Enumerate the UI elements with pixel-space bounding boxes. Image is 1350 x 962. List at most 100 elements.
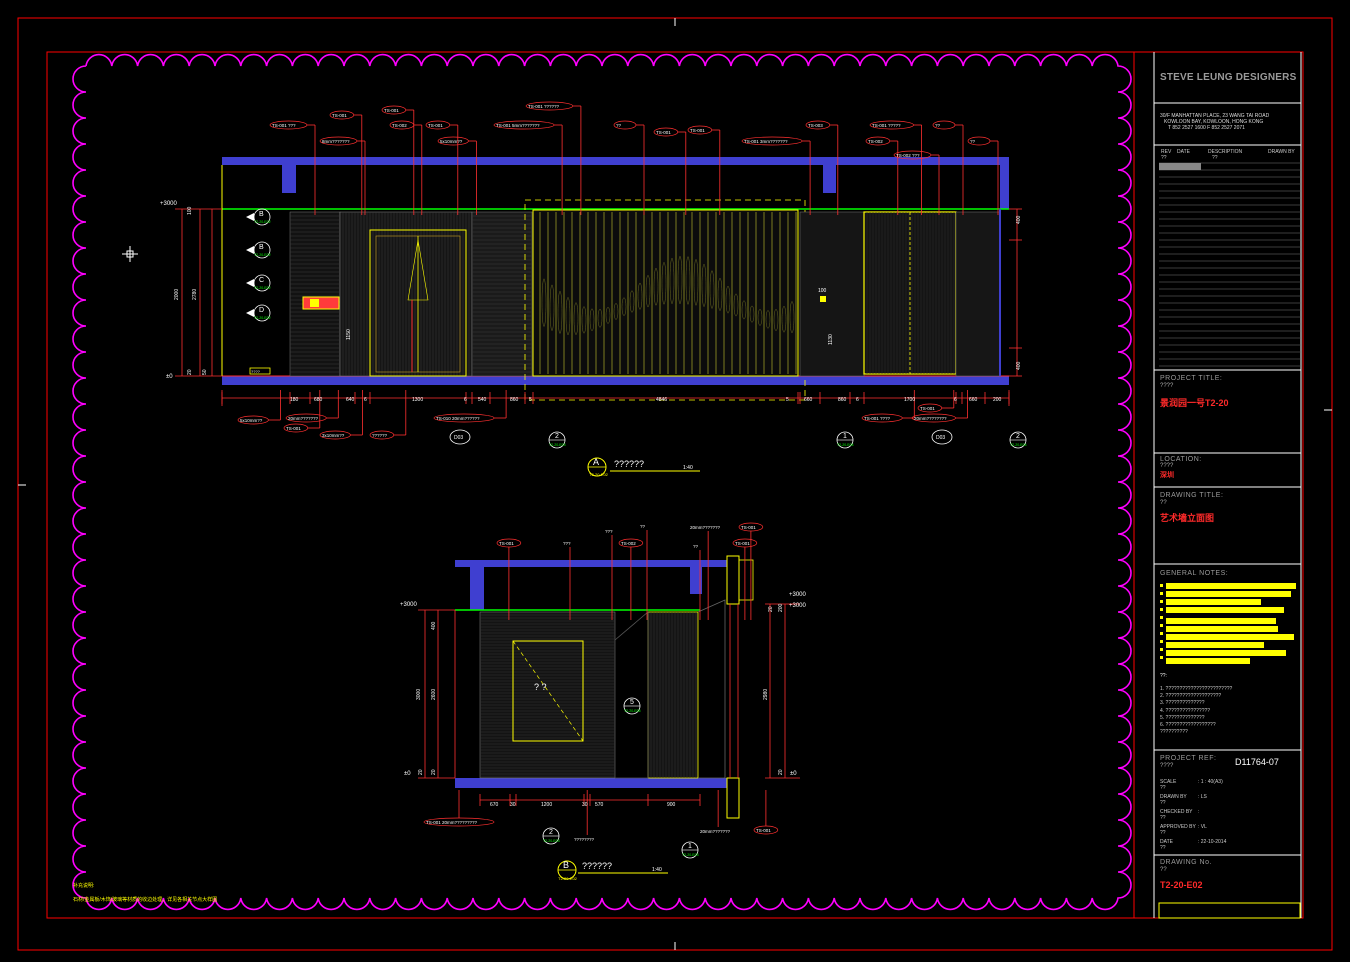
- rev-header-description: DESCRIPTION: [1208, 149, 1243, 155]
- drawing-no-value: T2-20-E02: [1160, 880, 1203, 890]
- svg-text:20: 20: [778, 769, 784, 775]
- callout-label: TS-001 ???: [272, 123, 296, 128]
- callout-bubble: [893, 150, 932, 160]
- section-marker-number: 2: [549, 829, 553, 836]
- elevation-b-title-text: ??????: [582, 861, 612, 871]
- section-tag-letter: B: [259, 211, 264, 218]
- callout-label: ??: [935, 123, 941, 128]
- crosshair-icon: [122, 246, 138, 262]
- callout-bubble: [283, 423, 309, 433]
- section-arrow-icon: [246, 246, 254, 254]
- drawing-no-label: DRAWING No.: [1160, 859, 1212, 866]
- dim-label: 6: [364, 397, 367, 403]
- svg-text:±0: ±0: [404, 771, 411, 777]
- svg-text:20: 20: [431, 769, 437, 775]
- callout-bubble: [613, 120, 637, 130]
- notes-list: 1. ???????????????????????? 2. ?????????…: [1160, 686, 1233, 736]
- section-tag-letter: D: [259, 307, 264, 314]
- svg-text:+3000: +3000: [400, 602, 418, 608]
- title-block-lines: [1154, 102, 1301, 919]
- section-marker-number: 2: [555, 433, 559, 440]
- elevation-b: [418, 530, 800, 835]
- callout-label: ????????: [574, 837, 595, 842]
- callout-bubble: [932, 120, 956, 130]
- callout-label: TS-001: [428, 123, 443, 128]
- section-marker-sheet: T2-20-E04: [1010, 443, 1027, 447]
- location-value: 深圳: [1160, 472, 1174, 479]
- floor-slab-b: [455, 778, 727, 788]
- footnote-line: 石材/金属板/木饰/玻璃等材质的收边处理，详见各相关节点大样图: [73, 896, 217, 903]
- elevation-a-marker: A: [593, 457, 599, 467]
- approved-by-value: : VL: [1198, 824, 1207, 830]
- elevation-b-title: B T2-20-E02 ?????? 1:40: [557, 860, 668, 881]
- dim-label: 1300: [412, 397, 423, 403]
- svg-text:1150: 1150: [346, 329, 352, 340]
- section-arrow-icon: [246, 279, 254, 287]
- callout-bubble: [285, 413, 327, 423]
- svg-text:+3000: +3000: [789, 592, 807, 598]
- panel-b-right: [647, 611, 699, 779]
- general-notes-highlight: [1160, 583, 1296, 664]
- callout-bubble: [369, 430, 395, 440]
- callout-label: ??????: [372, 433, 388, 438]
- vertical-dimensions-b: [418, 603, 800, 779]
- callout-bubble: [753, 825, 779, 835]
- callout-label: TS-001 3mm???????: [744, 139, 788, 144]
- callout-label: TS-001 ?????: [872, 123, 901, 128]
- drawing-title-label: DRAWING TITLE:: [1160, 492, 1224, 499]
- callout-bubble: [329, 110, 355, 120]
- project-title-label: PROJECT TITLE:: [1160, 375, 1223, 382]
- svg-text:400: 400: [1016, 361, 1022, 370]
- dim-label: 4846: [656, 397, 667, 403]
- dim-label: 660: [804, 397, 813, 403]
- svg-text:2600: 2600: [431, 689, 437, 700]
- svg-text:570: 570: [595, 802, 604, 808]
- callout-label: TS-001 20mm?????????: [426, 820, 478, 825]
- callout-label: 5x10mm??: [240, 418, 263, 423]
- callout-bubble: [525, 101, 574, 111]
- dim-label: 640: [346, 397, 355, 403]
- project-ref-label: PROJECT REF:: [1160, 755, 1217, 762]
- callout-label: ??: [970, 139, 976, 144]
- svg-text:2980: 2980: [763, 689, 769, 700]
- callout-bubble: [425, 120, 451, 130]
- callout-bubble: [496, 538, 522, 548]
- callout-label: ??: [693, 544, 699, 549]
- callout-label: ???: [563, 541, 571, 546]
- section-tag-sheet: T2-20-E02: [254, 316, 271, 320]
- dim-label: 200: [993, 397, 1002, 403]
- art-wall-frame: [532, 209, 799, 377]
- callout-bubble: [437, 136, 469, 146]
- callout-label: 20mm????????: [914, 416, 947, 421]
- section-marker-number: 2: [1016, 433, 1020, 440]
- callout-label: 20mm???????: [690, 525, 721, 530]
- section-marker-sheet: T2-20-E04: [837, 443, 854, 447]
- svg-text:T2-20-E02: T2-20-E02: [589, 472, 609, 477]
- dim-label: 6: [856, 397, 859, 403]
- project-ref-value: D11764-07: [1235, 757, 1279, 767]
- callout-label: TS-001: [384, 108, 399, 113]
- callout-label: TS-001 5mm???????: [496, 123, 540, 128]
- footnote-heading: 补充说明:: [73, 882, 94, 889]
- callout-label: TS-010 20mm??????: [436, 416, 480, 421]
- callout-label: TS-002 ???: [896, 153, 920, 158]
- dim-label: 540: [478, 397, 487, 403]
- elevation-a-title: A T2-20-E02 ?????? 1:40: [587, 457, 700, 477]
- callout-bubble: [319, 430, 351, 440]
- vertical-dimensions-a: [175, 208, 1022, 377]
- horizontal-dimensions-b: [479, 794, 701, 806]
- callout-bubble: [732, 538, 758, 548]
- elevation-a-title-text: ??????: [614, 459, 644, 469]
- dim-label: 860: [838, 397, 847, 403]
- callout-label: TS-001: [499, 541, 514, 546]
- callout-label: TS-001: [920, 406, 935, 411]
- dim-label: 5: [529, 397, 532, 403]
- dim-label: 660: [969, 397, 978, 403]
- section-arrow-icon: [246, 213, 254, 221]
- art-wall-pattern: [541, 255, 795, 336]
- section-marker-number: 1: [688, 843, 692, 850]
- art-wall-slats: [539, 212, 797, 374]
- section-marker-sheet: T2-20-E03: [549, 443, 566, 447]
- callout-bubble: [738, 522, 764, 532]
- door-tag-label: D03: [454, 435, 463, 441]
